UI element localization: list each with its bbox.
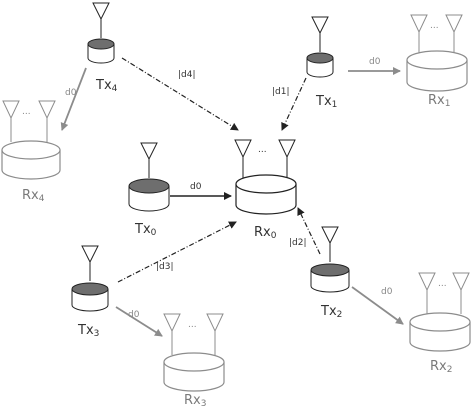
tx1-node: Tx1 — [306, 16, 337, 110]
antenna-icon — [278, 139, 296, 180]
receiver-icon — [1, 140, 61, 180]
receiver-icon — [406, 50, 468, 92]
antenna-icon — [410, 14, 428, 56]
transmitter-icon — [87, 38, 115, 64]
antenna-icon — [81, 245, 99, 281]
antenna-icon — [445, 14, 463, 56]
links — [60, 57, 404, 337]
antenna-icon — [38, 100, 56, 142]
label-tx2-rx2: d0 — [381, 287, 393, 297]
rx0-node: ... Rx0 — [234, 139, 297, 241]
tx2-node: Tx2 — [310, 226, 350, 320]
receiver-icon — [409, 312, 471, 352]
label-tx2-rx0: |d2| — [289, 238, 307, 248]
rx0-label: Rx0 — [254, 225, 277, 241]
transmitter-icon — [310, 263, 350, 293]
antenna-icon — [206, 313, 224, 355]
rx1-node: ... Rx1 — [406, 14, 468, 109]
rx4-label: Rx4 — [22, 188, 45, 204]
antenna-icon — [2, 100, 20, 142]
tx2-label: Tx2 — [320, 304, 342, 320]
antenna-icon — [311, 16, 329, 52]
tx0-node: Tx0 — [128, 142, 170, 238]
receiver-icon — [163, 352, 225, 392]
tx4-node: Tx4 — [87, 2, 118, 94]
tx0-label: Tx0 — [134, 222, 157, 238]
rx0-dots: ... — [258, 145, 267, 155]
label-tx4-rx0: |d4| — [178, 70, 196, 80]
rx2-dots: ... — [438, 279, 447, 289]
link-tx4-rx4 — [60, 67, 87, 131]
link-tx3-rx0 — [117, 221, 237, 283]
tx1-label: Tx1 — [315, 94, 337, 110]
rx4-node: ... Rx4 — [1, 100, 61, 204]
label-tx4-rx4: d0 — [65, 88, 77, 98]
antenna-icon — [321, 226, 339, 262]
antenna-icon — [163, 313, 181, 355]
antenna-icon — [92, 2, 110, 38]
tx3-label: Tx3 — [77, 323, 99, 339]
tx4-label: Tx4 — [95, 78, 118, 94]
rx1-dots: ... — [430, 21, 439, 31]
transmitter-icon — [128, 178, 170, 212]
label-tx1-rx1: d0 — [369, 57, 381, 67]
rx4-dots: ... — [22, 107, 31, 117]
transmitter-icon — [306, 52, 334, 78]
link-labels: d0 |d4| |d1| |d2| |d3| d0 d0 d0 d0 — [65, 57, 393, 320]
tx3-node: Tx3 — [71, 245, 109, 339]
rx1-label: Rx1 — [428, 93, 450, 109]
antenna-icon — [140, 142, 158, 178]
rx3-label: Rx3 — [184, 393, 206, 409]
label-tx0-rx0: d0 — [190, 182, 202, 192]
link-tx2-rx2 — [351, 286, 404, 325]
link-tx1-rx0 — [281, 77, 307, 131]
link-tx2-rx0 — [297, 207, 321, 255]
label-tx3-rx3: d0 — [128, 310, 140, 320]
receiver-icon — [235, 174, 297, 215]
rx3-dots: ... — [188, 320, 197, 330]
link-tx4-rx0 — [121, 57, 239, 131]
antenna-icon — [418, 272, 436, 314]
antenna-icon — [234, 139, 252, 180]
transmitter-icon — [71, 282, 109, 312]
rx3-node: ... Rx3 — [163, 313, 225, 409]
label-tx1-rx0: |d1| — [272, 87, 290, 97]
label-tx3-rx0: |d3| — [156, 262, 174, 272]
rx2-node: ... Rx2 — [409, 272, 471, 375]
antenna-icon — [452, 272, 470, 314]
link-tx3-rx3 — [115, 306, 163, 337]
rx2-label: Rx2 — [430, 359, 452, 375]
